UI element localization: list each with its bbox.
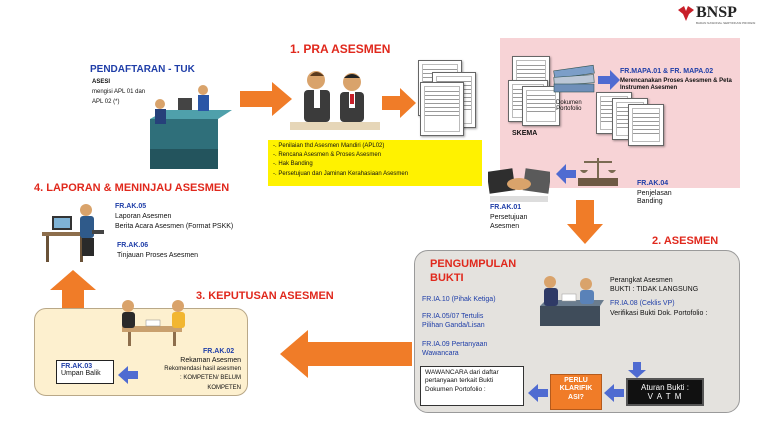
aturan-line2: V A T M: [647, 392, 683, 401]
eagle-icon: [678, 6, 694, 21]
arrow-right-2: [382, 88, 416, 118]
document-stack-3: [420, 82, 464, 136]
logo-text: BNSP: [696, 4, 737, 21]
pra-item-3: -. Hak Banding: [273, 161, 313, 168]
ak03-code: FR.AK.03: [61, 363, 93, 370]
pra-item-4: -. Persetujuan dan Jaminan Kerahasiaan A…: [273, 170, 409, 177]
ak03-box: FR.AK.03 Umpan Balik: [56, 360, 114, 384]
arrow-left-1: [556, 164, 576, 184]
ak05-line2: Berita Acara Asesmen (Format PSKK): [115, 223, 234, 230]
wawancara-box: WAWANCARA dari daftar pertanyaan terkait…: [420, 366, 524, 406]
assessment-meeting-illustration: [540, 276, 604, 326]
ak05-code: FR.AK.05: [115, 203, 147, 210]
ak02-line4: KOMPETEN: [207, 385, 241, 391]
decision-meeting-illustration: [122, 300, 185, 346]
arrow-right-3: [598, 70, 620, 90]
skema-label: SKEMA: [512, 130, 538, 137]
pra-asesmen-box: -. Penilaian thd Asesmen Mandiri (APL02)…: [268, 140, 482, 186]
justice-scale-icon: [578, 158, 618, 186]
keputusan-title: 3. KEPUTUSAN ASESMEN: [196, 290, 334, 302]
registration-desk-illustration: [150, 85, 232, 169]
perlu-klarifikasi-label: PERLU KLARIFIK ASI?: [559, 377, 593, 401]
logo-subtext: BADAN NASIONAL SERTIFIKASI PROFESI: [696, 21, 756, 25]
ak04-desc: Penjelasan Banding: [637, 190, 672, 206]
perangkat-label: Perangkat Asesmen BUKTI : TIDAK LANGSUNG: [610, 277, 699, 294]
skema-doc-3: [522, 86, 560, 126]
aturan-bukti-box: Aturan Bukti : V A T M: [626, 378, 704, 406]
wawancara-text: WAWANCARA dari daftar pertanyaan terkait…: [425, 369, 499, 393]
pendaftaran-line2: mengisi APL 01 dan: [92, 89, 146, 95]
ak03-desc: Umpan Balik: [61, 370, 101, 377]
arrow-left-3: [528, 384, 548, 402]
asesmen-title: 2. ASESMEN: [652, 235, 719, 247]
pendaftaran-line3: APL 02 (*): [92, 99, 120, 105]
dokumen-portofolio-label: Dokumen Portofolio: [556, 100, 582, 112]
mapa-code: FR.MAPA.01 & FR. MAPA.02: [620, 68, 714, 75]
ak01-desc: Persetujuan Asesmen: [490, 214, 528, 231]
handshake-illustration: [488, 168, 550, 202]
ak02-code: FR.AK.02: [203, 348, 235, 355]
pendaftaran-line1: ASESI: [92, 79, 111, 85]
pra-asesmen-title: 1. PRA ASESMEN: [290, 42, 391, 56]
pengumpulan-title: PENGUMPULAN BUKTI: [430, 258, 517, 284]
arrow-left-big: [280, 330, 412, 378]
ia0507-label: FR.IA.05/07 Tertulis Pilihan Ganda/Lisan: [422, 313, 485, 330]
ia08-code: FR.IA.08 (Ceklis VP): [610, 300, 675, 307]
ak02-line1: Rekaman Asesmen: [180, 357, 241, 364]
mapa-doc-3: [628, 104, 664, 146]
bnsp-logo: BNSP BADAN NASIONAL SERTIFIKASI PROFESI: [676, 4, 766, 26]
arrow-left-2: [604, 384, 624, 402]
laporan-title: 4. LAPORAN & MENINJAU ASESMEN: [34, 182, 230, 194]
pendaftaran-title: PENDAFTARAN - TUK: [90, 64, 195, 75]
ia08-desc: Verifikasi Bukti Dok. Portofolio :: [610, 310, 708, 317]
arrow-right-1: [240, 82, 292, 116]
ak05-line1: Laporan Asesmen: [115, 213, 172, 220]
ak02-line3: : KOMPETEN/ BELUM: [179, 375, 241, 381]
ak06-line1: Tinjauan Proses Asesmen: [117, 252, 199, 259]
ia09-code: FR.IA.09 Pertanyaan: [422, 341, 488, 348]
meeting-illustration: [290, 71, 380, 130]
mapa-desc: Merencanakan Proses Asesmen & Peta Instr…: [620, 78, 732, 92]
ia10-label: FR.IA.10 (Pihak Ketiga): [422, 296, 496, 303]
ak04-code: FR.AK.04: [637, 180, 669, 187]
arrow-down-2: [628, 362, 646, 378]
ia09-desc: Wawancara: [422, 350, 459, 357]
ak02-line2: Rekomendasi hasil asesmen: [164, 366, 241, 372]
arrow-up-1: [50, 270, 96, 312]
pra-item-2: -. Rencana Asesmen & Proses Asesmen: [273, 152, 382, 159]
arrow-down-1: [567, 200, 603, 244]
ak06-code: FR.AK.06: [117, 242, 149, 249]
keputusan-panel: [34, 308, 248, 396]
perlu-klarifikasi-box[interactable]: PERLU KLARIFIK ASI?: [550, 374, 602, 410]
portfolio-binders-icon: [553, 64, 595, 93]
worker-desk-illustration: [42, 204, 104, 262]
ak01-code: FR.AK.01: [490, 204, 522, 211]
pra-item-1: -. Penilaian thd Asesmen Mandiri (APL02): [273, 143, 385, 149]
aturan-line1: Aturan Bukti :: [640, 383, 690, 392]
arrow-left-4: [118, 366, 138, 384]
